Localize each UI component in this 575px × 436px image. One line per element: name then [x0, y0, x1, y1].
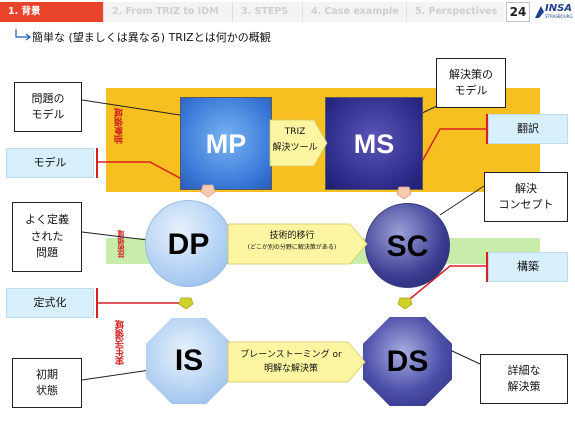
page-number: 24: [506, 2, 530, 22]
insa-logo-icon: [535, 6, 544, 18]
callout-well-defined-problem: よく定義 された 問題: [12, 202, 82, 272]
marker-ms-sc: [396, 186, 412, 200]
arrow-brainstorm-line2: 明解な解決策: [263, 364, 318, 374]
arrow-transfer-text: 技術的移行 (どこか別の分野に解決策がある): [228, 230, 356, 253]
nav-tab-steps[interactable]: 3. STEPS: [232, 2, 302, 22]
subtitle-arrow-icon: [15, 29, 31, 41]
logo-subtext: STRASBOURG: [545, 14, 573, 19]
node-mp: MP: [180, 97, 272, 190]
node-ds: DS: [363, 317, 452, 406]
slide-subtitle: 簡単な (望ましくは異なる) TRIZとは何かの概観: [32, 31, 271, 44]
nav-tab-background[interactable]: 1. 背景: [0, 2, 103, 22]
arrow-transfer-line1: 技術的移行: [269, 231, 315, 241]
arrow-triz-line1: TRIZ: [284, 127, 306, 137]
nav-tab-from-triz-to-idm[interactable]: 2. From TRIZ to IDM: [103, 2, 232, 22]
callout-formalization-bar: [96, 288, 98, 318]
callout-model: モデル: [6, 148, 94, 178]
node-ms: MS: [325, 97, 423, 190]
node-is: IS: [146, 318, 232, 404]
arrow-brainstorm: [227, 341, 366, 383]
arrow-brainstorm-line1: ブレーンストーミング or: [240, 350, 342, 360]
nav-tab-perspectives[interactable]: 5. Perspectives: [406, 2, 504, 22]
callout-solution-model: 解決策の モデル: [436, 58, 506, 108]
arrow-brainstorm-text: ブレーンストーミング or 明解な解決策: [228, 348, 354, 376]
marker-mp-dp: [200, 184, 216, 198]
callout-translation: 翻訳: [488, 114, 568, 144]
top-nav: 1. 背景 2. From TRIZ to IDM 3. STEPS 4. Ca…: [0, 0, 575, 24]
logo-text: INSA: [545, 3, 573, 14]
callout-translation-bar: [486, 114, 488, 144]
arrow-transfer-line2: (どこか別の分野に解決策がある): [247, 244, 337, 251]
arrow-transfer: [227, 223, 368, 265]
callout-detailed-solution: 詳細な 解決策: [480, 354, 568, 404]
callout-construction-bar: [486, 252, 488, 282]
node-dp: DP: [145, 200, 232, 287]
arrow-triz: [269, 119, 328, 167]
arrow-triz-line2: 解決ツール: [272, 143, 318, 153]
callout-initial-state: 初期 状態: [12, 358, 82, 408]
marker-dp-is: [178, 297, 194, 310]
marker-sc-ds: [397, 297, 413, 310]
arrow-triz-text: TRIZ 解決ツール: [270, 124, 320, 156]
callout-construction: 構築: [488, 252, 568, 282]
nav-tab-case-example[interactable]: 4. Case example: [302, 2, 406, 22]
callout-problem-model: 問題の モデル: [14, 82, 82, 132]
real-domain-label: 実生活領域: [116, 320, 126, 365]
node-sc: SC: [365, 203, 450, 288]
callout-solution-concept: 解決 コンセプト: [484, 172, 568, 222]
callout-model-bar: [96, 148, 98, 178]
abstract-domain-label: 抽象領域: [115, 108, 125, 144]
callout-formalization: 定式化: [6, 288, 94, 318]
technical-domain-label: 技術領域: [117, 230, 125, 258]
